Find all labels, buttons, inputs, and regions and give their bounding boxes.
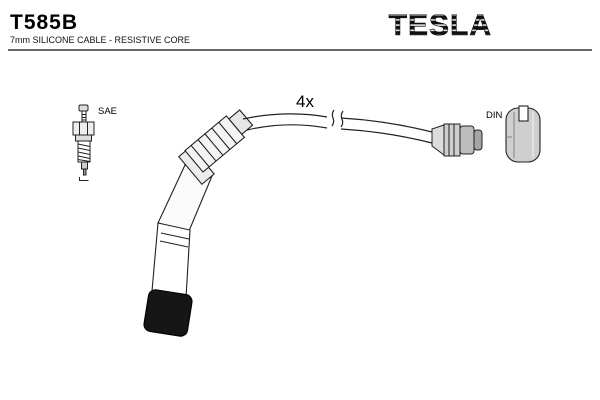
subtitle: 7mm SILICONE CABLE - RESISTIVE CORE	[10, 35, 190, 45]
brand-logo: TESLA	[389, 9, 492, 42]
spark-plug-illustration	[72, 104, 95, 181]
cable-break-mark	[340, 110, 344, 128]
sae-label: SAE	[98, 106, 117, 117]
part-number: T585B	[10, 11, 78, 34]
boot-shaft	[151, 222, 191, 299]
cable-break-mark	[331, 109, 335, 127]
terminal-cylinder-illustration	[505, 105, 541, 163]
boot-black-cap	[143, 289, 193, 337]
din-connector-illustration	[431, 123, 483, 157]
terminal-keyway-notch	[518, 105, 529, 122]
header: T585B 7mm SILICONE CABLE - RESISTIVE COR…	[8, 9, 592, 51]
din-label: DIN	[486, 110, 503, 121]
boot-ribbed-top	[184, 109, 254, 173]
cable-illustration	[242, 109, 433, 144]
quantity-label: 4x	[296, 92, 314, 111]
boot-illustration	[143, 109, 254, 337]
